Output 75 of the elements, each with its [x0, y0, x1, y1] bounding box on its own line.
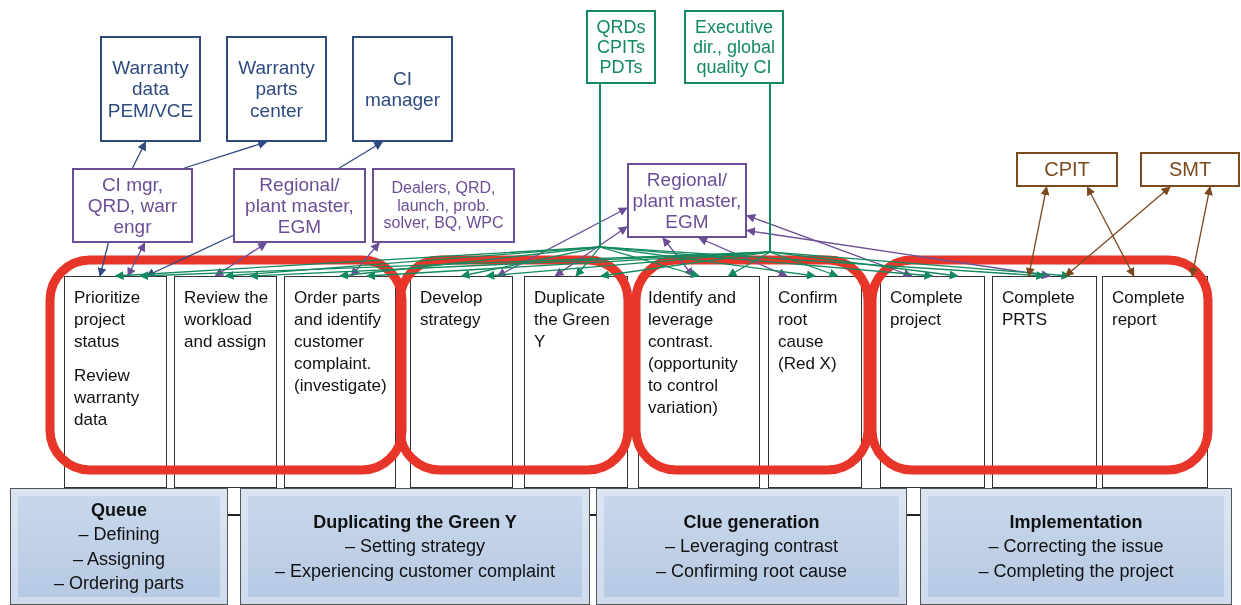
role-label: CI manager	[364, 67, 441, 111]
phase-box	[920, 488, 1232, 605]
step-box	[524, 276, 628, 488]
phase-item: – Leveraging contrast	[664, 535, 839, 559]
arrow	[350, 242, 380, 277]
phase-box	[10, 488, 228, 605]
step-text: Complete project	[890, 287, 964, 332]
role-box	[1140, 152, 1240, 187]
phase-title: Implementation	[1009, 511, 1143, 535]
step-text: Confirm root cause (Red X)	[778, 287, 839, 376]
arrow	[662, 237, 694, 277]
phase-box	[240, 488, 590, 605]
role-label: Regional/ plant master, EGM	[632, 168, 742, 233]
role-label: QRDs CPITs PDTs	[595, 16, 647, 78]
step-text: Order parts and identify customer complaint. (investigate)	[294, 287, 388, 398]
step-text: Develop strategy	[420, 287, 484, 332]
arrow	[183, 140, 268, 169]
step-box	[880, 276, 985, 488]
arrow	[746, 214, 913, 278]
role-label: Dealers, QRD, launch, prob. solver, BQ, WPC	[382, 178, 505, 233]
role-label: SMT	[1168, 158, 1212, 181]
phase-title: Clue generation	[683, 511, 820, 535]
phase-box	[596, 488, 907, 605]
step-box	[638, 276, 760, 488]
arrow	[554, 226, 628, 277]
arrow	[1086, 186, 1135, 277]
phase-title: Duplicating the Green Y	[313, 511, 517, 535]
role-box	[1016, 152, 1118, 187]
step-text: Review warranty data	[74, 365, 141, 432]
role-box	[352, 36, 453, 142]
arrow	[746, 227, 1051, 280]
role-box	[226, 36, 327, 142]
arrow	[698, 237, 788, 277]
role-box	[233, 168, 366, 243]
arrow	[338, 141, 384, 169]
step-text: Complete report	[1112, 287, 1186, 332]
phase-item: – Correcting the issue	[988, 535, 1164, 559]
step-text: Complete PRTS	[1002, 287, 1076, 332]
role-label: Regional/ plant master, EGM	[244, 173, 355, 238]
phase-item: – Defining	[78, 523, 160, 547]
role-label: Executive dir., global quality CI	[691, 16, 777, 78]
role-box	[684, 10, 784, 84]
role-box	[72, 168, 193, 243]
phase-item: – Setting strategy	[344, 535, 486, 559]
arrow	[127, 242, 146, 277]
role-label: CPIT	[1044, 158, 1090, 181]
step-box	[768, 276, 862, 488]
step-box	[410, 276, 513, 488]
role-label: Warranty parts center	[237, 57, 316, 121]
arrow	[131, 141, 147, 169]
role-box	[100, 36, 201, 142]
step-box	[174, 276, 277, 488]
step-text: Duplicate the Green Y	[534, 287, 611, 354]
role-box	[586, 10, 656, 84]
role-label: Warranty data PEM/VCE	[106, 57, 195, 121]
phase-item: – Confirming root cause	[655, 559, 848, 583]
phase-item: – Ordering parts	[53, 571, 185, 595]
phase-title: Queue	[91, 498, 147, 522]
phase-item: – Assigning	[72, 547, 166, 571]
phase-item: – Completing the project	[978, 559, 1174, 583]
step-text: Review the workload and assign	[184, 287, 270, 354]
step-box	[64, 276, 167, 488]
role-box	[372, 168, 515, 243]
step-box	[284, 276, 396, 488]
step-box	[992, 276, 1097, 488]
phase-item: – Experiencing customer complaint	[274, 559, 556, 583]
arrow	[1189, 186, 1213, 277]
arrow	[496, 207, 628, 277]
step-box	[1102, 276, 1208, 488]
arrow	[214, 242, 267, 277]
role-label: CI mgr, QRD, warr engr	[86, 173, 179, 238]
step-text: Prioritize project status	[74, 287, 142, 354]
arrow	[1025, 186, 1050, 277]
step-text: Identify and leverage contrast. (opportunity to control variation)	[648, 287, 739, 420]
arrow	[1064, 186, 1171, 277]
